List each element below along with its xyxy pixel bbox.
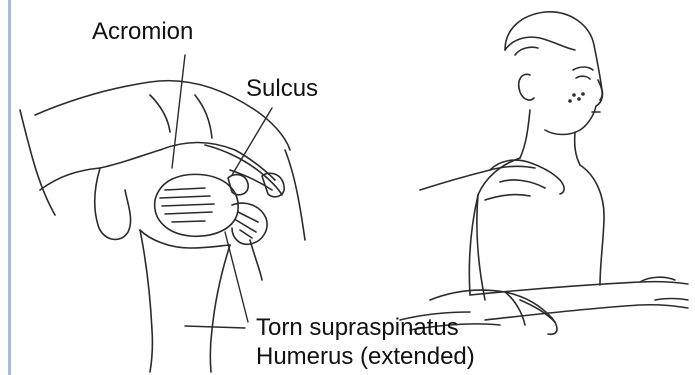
label-sulcus: Sulcus [246, 77, 318, 101]
label-acromion: Acromion [92, 20, 193, 44]
label-torn-supraspinatus: Torn supraspinatus [256, 316, 459, 340]
patient-exam-illustration [400, 12, 688, 334]
label-humerus: Humerus (extended) [256, 345, 475, 369]
